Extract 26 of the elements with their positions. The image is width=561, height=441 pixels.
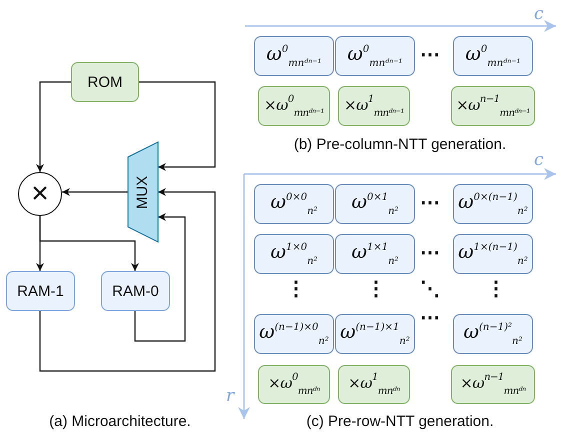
memory-box: ROM xyxy=(71,62,139,102)
multiplier-circle: × xyxy=(18,172,62,216)
mux-label: MUX xyxy=(134,175,152,209)
connector-arrow xyxy=(36,81,71,172)
ellipsis: ⋯ xyxy=(420,241,440,265)
axis-label: r xyxy=(226,386,234,406)
memory-box: RAM-1 xyxy=(6,271,75,311)
connector-arrow xyxy=(62,188,128,196)
ellipsis: ⋮ xyxy=(366,277,386,301)
figure-caption: (b) Pre-column-NTT generation. xyxy=(292,136,508,153)
memory-box: RAM-0 xyxy=(101,271,170,311)
figure-caption: (c) Pre-row-NTT generation. xyxy=(305,413,495,430)
connector-arrow xyxy=(139,81,216,171)
ellipsis: ⋱ xyxy=(420,277,440,301)
figure-caption: (a) Microarchitecture. xyxy=(48,413,192,430)
axis-label: c xyxy=(534,4,544,24)
ellipsis: ⋮ xyxy=(486,277,506,301)
ellipsis: ⋯ xyxy=(420,191,440,215)
connector-arrow xyxy=(134,213,186,342)
mux-trapezoid xyxy=(128,142,158,242)
axis-label: c xyxy=(534,150,544,170)
ellipsis: ⋮ xyxy=(286,277,306,301)
ellipsis: ⋯ xyxy=(420,306,440,330)
ellipsis: ⋯ xyxy=(420,43,440,67)
connector-arrow xyxy=(39,216,139,271)
connector-arrow xyxy=(39,188,216,372)
